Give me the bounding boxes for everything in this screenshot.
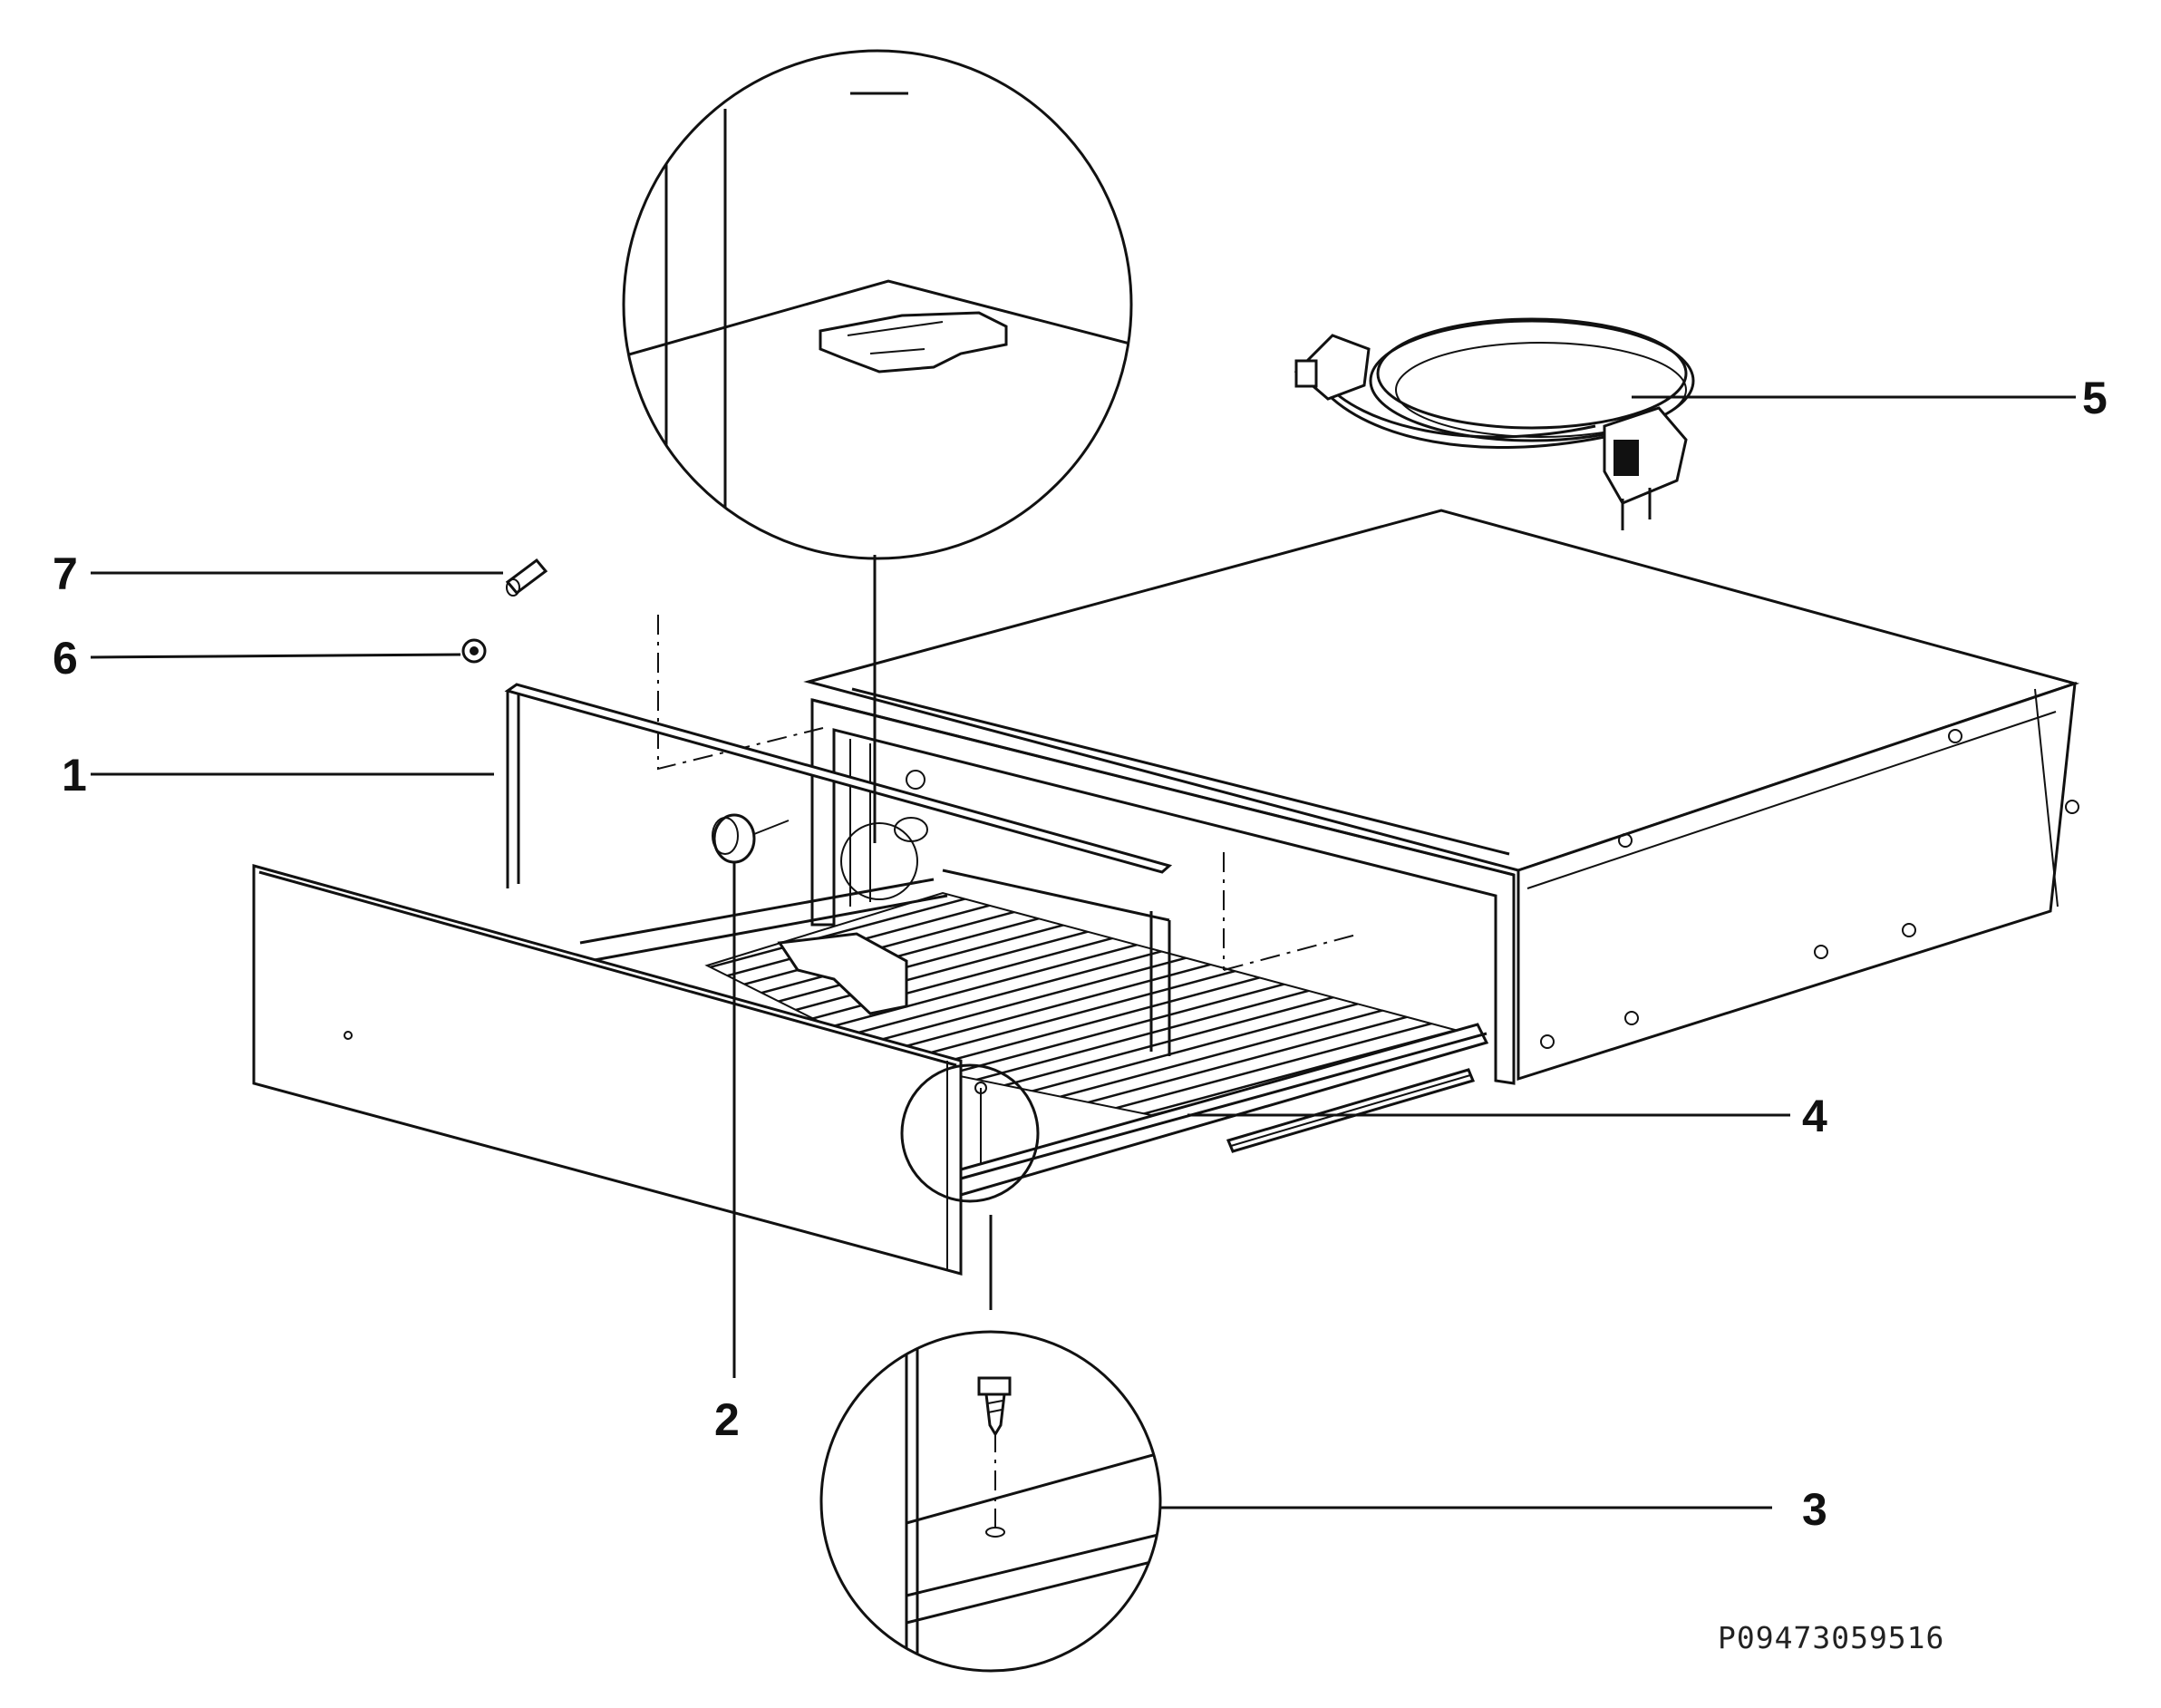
front-fascia: [252, 864, 963, 1276]
pin-part: [505, 558, 548, 597]
leader-lines: [90, 395, 2076, 1509]
callout-2: 2: [714, 1394, 740, 1445]
callout-5: 5: [2082, 373, 2108, 423]
drawer-housing: [803, 509, 2080, 1085]
callout-labels: 7 6 1 2 3 4 5: [53, 373, 2108, 1535]
power-cord: [1294, 317, 1695, 530]
callout-6: 6: [53, 633, 78, 684]
callout-1: 1: [62, 750, 87, 801]
callout-3: 3: [1802, 1484, 1827, 1535]
detail-circle-mid: [900, 1063, 1040, 1203]
control-knob: [712, 813, 790, 864]
document-number: P09473059516: [1718, 1620, 1944, 1655]
callout-7: 7: [53, 548, 78, 599]
nut-part: [461, 638, 487, 664]
callout-4: 4: [1802, 1091, 1827, 1141]
housing-screw-holes: [1540, 729, 2079, 1049]
detail-circle-bottom: [819, 1215, 1162, 1673]
glass-panel: [504, 683, 1173, 888]
